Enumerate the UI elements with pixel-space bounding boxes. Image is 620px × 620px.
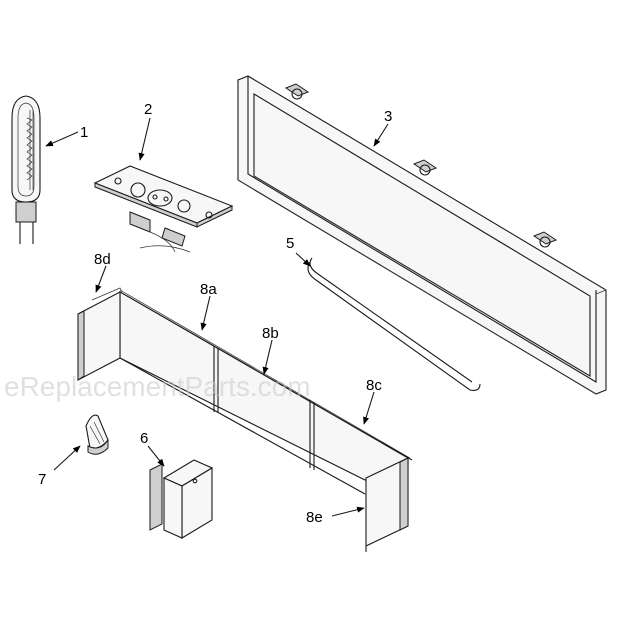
part-3-lens-frame: [237, 75, 607, 395]
watermark: eReplacementParts.com: [4, 371, 311, 402]
callout-8a: 8a: [200, 281, 217, 298]
callout-8c: 8c: [366, 377, 382, 394]
callout-7: 7: [38, 471, 46, 488]
part-6-junction-box: [149, 459, 214, 539]
part-8-enclosure-panels: [77, 287, 413, 552]
part-7-wire-nut: [85, 414, 109, 455]
callout-5: 5: [286, 235, 294, 252]
callout-6: 6: [140, 430, 148, 447]
callout-2: 2: [144, 101, 152, 118]
callout-8b: 8b: [262, 325, 279, 342]
callout-3: 3: [384, 108, 392, 125]
part-5-wire: [307, 257, 481, 391]
part-2-socket-plate: [93, 165, 234, 253]
callout-8e: 8e: [306, 509, 323, 526]
callout-8d: 8d: [94, 251, 111, 268]
callout-1: 1: [80, 124, 88, 141]
part-1-halogen-bulb: [11, 95, 41, 244]
